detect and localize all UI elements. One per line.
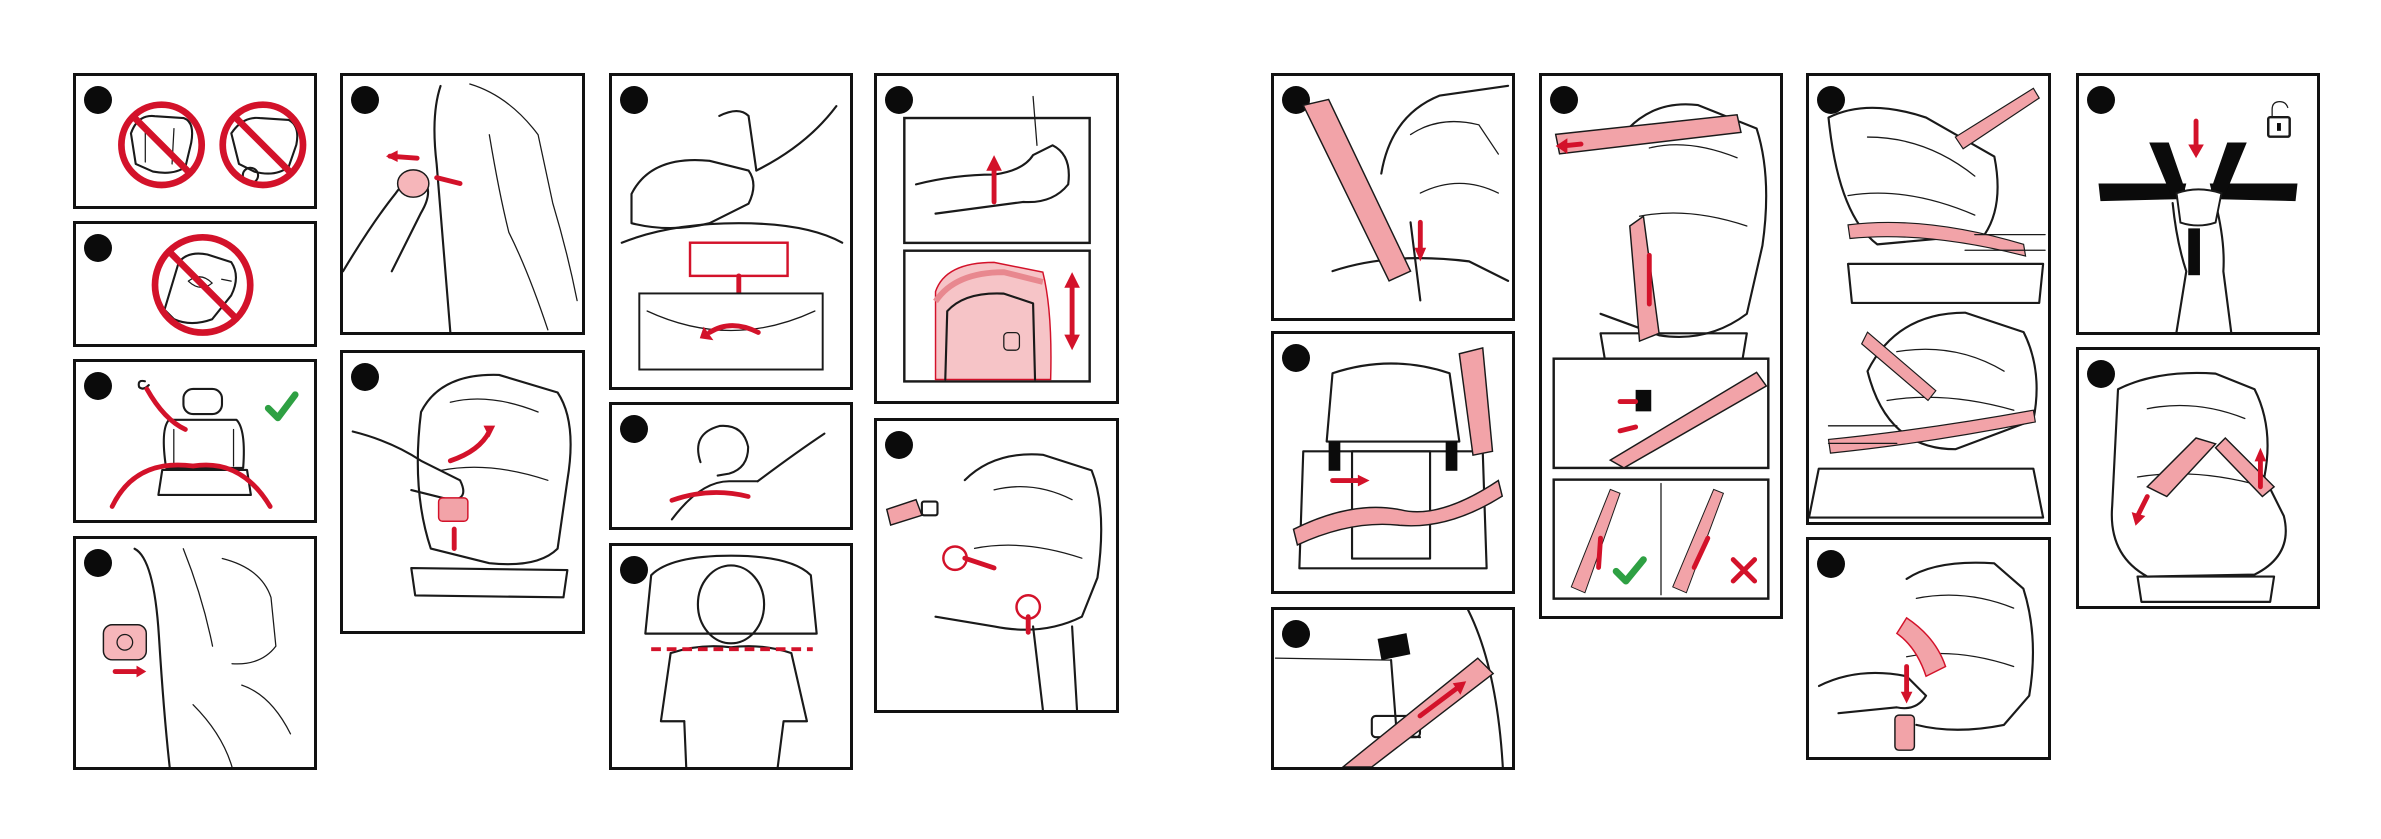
panel-recline-handle — [340, 350, 585, 634]
panel-lap-belt-through-guides — [1271, 331, 1515, 594]
release-button — [103, 625, 146, 660]
seat-side-sketch — [135, 549, 291, 767]
panel-isofix-anchor-points — [73, 359, 317, 523]
panel-shoulder-belt-tension — [1539, 73, 1783, 619]
seat-front-sketch — [411, 375, 570, 598]
panel-press-headrest-button — [340, 73, 585, 335]
panel-recline-positions-detail — [609, 73, 853, 390]
panel-shoulder-height-check — [609, 543, 853, 770]
child-profile-sketch — [672, 426, 825, 520]
panel-headrest-adjust — [874, 73, 1119, 404]
panel-harness-final-check — [2076, 347, 2320, 609]
detail-inset — [639, 293, 822, 369]
panel-buckle-harness — [874, 418, 1119, 713]
rear-facing-top-sketch — [1829, 108, 2044, 303]
headrest-side-sketch — [434, 84, 577, 332]
panel-vehicle-belt-routing — [1271, 73, 1515, 321]
unlock-icon — [2268, 102, 2289, 137]
vehicle-seat-sketch — [139, 381, 251, 495]
panel-no-vehicle-positions — [73, 73, 317, 209]
check-icon — [268, 395, 295, 418]
detail-highlight — [690, 243, 788, 276]
panel-release-button-side — [73, 536, 317, 770]
seat-with-child-sketch — [936, 454, 1102, 709]
seat-profile-sketch — [622, 106, 842, 243]
panel-belt-lock-clip — [1271, 607, 1515, 770]
panel-pull-harness-adjuster — [1806, 537, 2051, 760]
panel-rear-facing-install — [1806, 73, 2051, 525]
panel-no-front-airbag-seat — [73, 221, 317, 347]
panel-unbuckle-harness — [2076, 73, 2320, 335]
child-front-sketch — [645, 556, 816, 767]
panel-child-harness-over-shoulder — [609, 402, 853, 530]
seat-belted-sketch — [1601, 104, 1767, 392]
seat-front-view-sketch — [1299, 363, 1486, 568]
airbag-seat-sketch — [165, 254, 236, 324]
